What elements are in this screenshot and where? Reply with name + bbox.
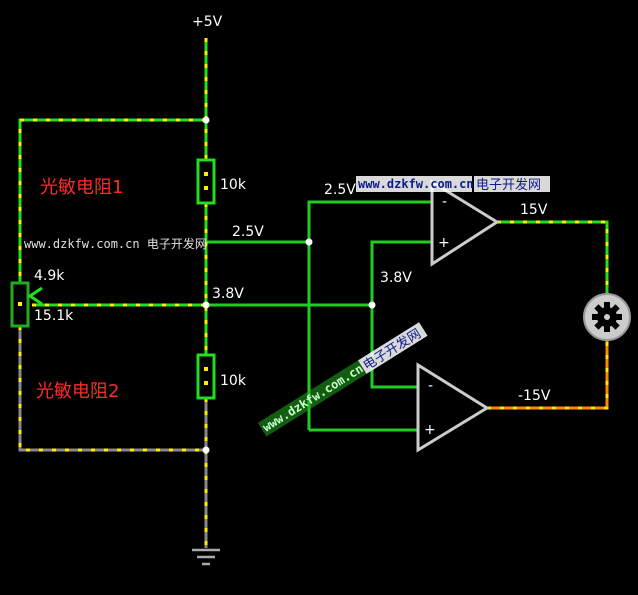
pot-top-label: 4.9k <box>34 268 65 284</box>
wire-ref-to-opamp1-minus <box>307 200 432 430</box>
watermark-diag-url: www.dzkfw.com.cn <box>260 361 365 434</box>
ldr2-label: 光敏电阻2 <box>36 381 119 402</box>
resistor-top-label: 10k <box>220 177 247 193</box>
wire-pot-to-opamp1-plus <box>370 240 432 305</box>
wires-static <box>206 200 432 432</box>
wires-ground <box>18 326 208 548</box>
ground-symbol-icon <box>192 548 220 566</box>
junction-pot <box>368 301 376 309</box>
ref-voltage-top-label: 2.5V <box>324 182 356 198</box>
pot-bottom-label: 15.1k <box>34 308 74 324</box>
resistor-bottom[interactable] <box>196 353 216 400</box>
opamp-2-body <box>416 362 490 453</box>
output-neg-label: -15V <box>518 388 551 404</box>
output-pos-label: 15V <box>520 202 548 218</box>
junction-bottom <box>202 446 210 454</box>
opamp-1-plus-label: + <box>438 235 450 251</box>
pot-voltage-right-label: 3.8V <box>380 270 412 286</box>
ldr1-label: 光敏电阻1 <box>40 177 123 198</box>
watermark-left: www.dzkfw.com.cn 电子开发网 <box>24 236 207 251</box>
opamp-1-body <box>430 179 500 267</box>
ref-voltage-label: 2.5V <box>232 224 264 240</box>
junction-ref <box>305 238 313 246</box>
opamp-2[interactable]: - + <box>416 362 490 453</box>
watermark-top-url: www.dzkfw.com.cn <box>358 177 474 191</box>
watermark-top-cn: 电子开发网 <box>476 177 541 193</box>
opamp-1-minus-label: - <box>442 194 447 210</box>
potentiometer-icon[interactable] <box>10 281 43 328</box>
junction-mid <box>202 301 210 309</box>
resistor-top[interactable] <box>196 158 216 205</box>
watermark-top: www.dzkfw.com.cn 电子开发网 <box>356 176 550 193</box>
opamp-2-minus-label: - <box>428 378 433 394</box>
watermark-diag-cn: 电子开发网 <box>360 326 424 374</box>
potentiometer-wiper-arrow <box>27 286 43 306</box>
wire-out-pos <box>497 220 609 294</box>
junction-top <box>202 116 210 124</box>
pot-voltage-label: 3.8V <box>212 286 244 302</box>
opamp-1[interactable]: - + <box>430 179 500 267</box>
resistor-bottom-label: 10k <box>220 373 247 389</box>
junctions <box>202 116 376 454</box>
motor-icon[interactable] <box>583 293 631 341</box>
supply-label: +5V <box>192 14 223 30</box>
motor-rotor <box>592 302 622 332</box>
resistor-top-body <box>196 158 216 205</box>
opamp-2-plus-label: + <box>424 422 436 438</box>
watermark-diagonal: www.dzkfw.com.cn 电子开发网 <box>257 322 428 437</box>
resistor-bottom-body <box>196 353 216 400</box>
wires-negative <box>487 340 609 410</box>
wire-top-loop <box>18 118 206 283</box>
wires-current <box>18 38 609 355</box>
wire-pot-to-opamp2-minus <box>370 305 418 389</box>
